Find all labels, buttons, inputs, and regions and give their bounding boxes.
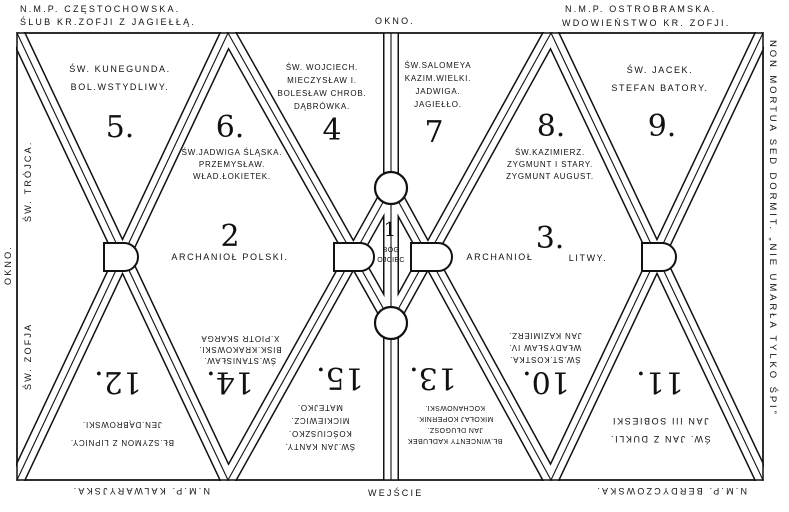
svg-text:ARCHANIOŁ POLSKI.: ARCHANIOŁ POLSKI. xyxy=(171,252,288,262)
right-boss xyxy=(641,242,677,272)
bottom-left-label: N.M.P. KALWARYJSKA. xyxy=(72,486,211,496)
svg-text:ŚW.JAN KANTY.: ŚW.JAN KANTY. xyxy=(285,442,355,451)
svg-text:JAN KAZIMIERZ.: JAN KAZIMIERZ. xyxy=(508,331,581,340)
panel-number: 10. xyxy=(522,364,570,399)
svg-text:JAN III SOBIESKI: JAN III SOBIESKI xyxy=(611,416,708,426)
entrance-label: WEJŚCIE xyxy=(368,487,423,498)
panel-7: ŚW.SALOMEYA KAZIM.WIELKI. JADWIGA. JAGIE… xyxy=(405,61,472,150)
svg-text:JADWIGA.: JADWIGA. xyxy=(415,87,460,96)
panel-15: 15. ŚW.JAN KANTY. KOŚCIUSZKO. MICKIEWICZ… xyxy=(285,360,364,451)
panel-12: 12. BŁ.SZYMON Z LIPNICY. JEN.DĄBROWSKI. xyxy=(70,364,174,447)
svg-text:BÓG: BÓG xyxy=(383,245,399,254)
svg-text:LITWY.: LITWY. xyxy=(569,253,607,263)
svg-text:BŁ.WINCENTY KADŁUBEK: BŁ.WINCENTY KADŁUBEK xyxy=(407,437,502,444)
panel-13: 13. BŁ.WINCENTY KADŁUBEK JAN DŁUGOSZ. MI… xyxy=(407,360,502,444)
panel-1: 1 BÓG OJCIEC xyxy=(377,217,404,264)
svg-text:ZYGMUNT AUGUST.: ZYGMUNT AUGUST. xyxy=(506,172,594,181)
svg-text:KAZIM.WIELKI.: KAZIM.WIELKI. xyxy=(405,74,471,83)
left-upper-label: ŚW. TRÓJCA. xyxy=(22,140,33,222)
top-right-label-1: N.M.P. OSTROBRAMSKA. xyxy=(565,4,716,14)
panel-14: 14. ŚW.STANISŁAW. BISK.KRAKOWSKI. X.PIOT… xyxy=(198,334,281,399)
panel-number: 14. xyxy=(206,364,254,399)
panel-number: 13. xyxy=(409,360,457,395)
panel-number: 6. xyxy=(216,110,245,145)
panel-number: 2 xyxy=(220,219,239,254)
top-left-label-2: ŚLUB KR.ZOFJI Z JAGIEŁŁĄ. xyxy=(20,16,196,27)
svg-text:OJCIEC: OJCIEC xyxy=(377,257,404,264)
left-boss xyxy=(103,242,139,272)
panel-number: 5. xyxy=(106,110,135,145)
svg-text:MIECZYSŁAW I.: MIECZYSŁAW I. xyxy=(287,76,357,85)
svg-text:DĄBRÓWKA.: DĄBRÓWKA. xyxy=(294,102,350,111)
panel-6: 6. ŚW.JADWIGA ŚLĄSKA. PRZEMYSŁAW. WŁAD.Ł… xyxy=(182,110,283,181)
panel-number: 15. xyxy=(316,360,364,395)
panel-number: 11. xyxy=(636,364,684,399)
svg-text:ŚW.SALOMEYA: ŚW.SALOMEYA xyxy=(405,61,472,70)
top-left-label-1: N.M.P. CZĘSTOCHOWSKA. xyxy=(20,4,180,14)
svg-text:JEN.DĄBROWSKI.: JEN.DĄBROWSKI. xyxy=(82,420,162,429)
lower-medallion-circle xyxy=(373,305,409,341)
panel-number: 8. xyxy=(537,109,566,144)
svg-text:MATEJKO.: MATEJKO. xyxy=(297,403,343,412)
panel-5: ŚW. KUNEGUNDA. BOL.WSTYDLIWY. 5. xyxy=(69,63,170,145)
svg-text:ZYGMUNT I STARY.: ZYGMUNT I STARY. xyxy=(507,160,593,169)
svg-text:BŁ.SZYMON Z LIPNICY.: BŁ.SZYMON Z LIPNICY. xyxy=(70,438,174,447)
panel-number: 1 xyxy=(384,217,397,241)
svg-text:WŁAD.ŁOKIETEK.: WŁAD.ŁOKIETEK. xyxy=(193,172,271,181)
svg-text:ŚW.KAZIMIERZ.: ŚW.KAZIMIERZ. xyxy=(515,148,585,157)
svg-text:ŚW. KUNEGUNDA.: ŚW. KUNEGUNDA. xyxy=(69,63,170,74)
svg-text:BOLESŁAW CHROB.: BOLESŁAW CHROB. xyxy=(277,89,366,98)
upper-medallion-circle xyxy=(373,170,409,206)
svg-text:X.PIOTR SKARGA: X.PIOTR SKARGA xyxy=(201,334,280,343)
center-left-boss xyxy=(333,242,375,272)
svg-text:PRZEMYSŁAW.: PRZEMYSŁAW. xyxy=(199,160,265,169)
left-lower-label: ŚW. ZOFJA xyxy=(22,323,33,390)
svg-text:KOŚCIUSZKO.: KOŚCIUSZKO. xyxy=(288,429,351,438)
bottom-right-label: N.M.P. BERDYCZOWSKA. xyxy=(595,486,747,496)
svg-text:MIKOŁAJ KOPERNIK.: MIKOŁAJ KOPERNIK. xyxy=(417,415,494,422)
panel-4: ŚW. WOJCIECH. MIECZYSŁAW I. BOLESŁAW CHR… xyxy=(277,63,366,148)
center-right-boss xyxy=(410,242,453,272)
svg-text:WŁADYSŁAW IV.: WŁADYSŁAW IV. xyxy=(509,343,582,352)
panel-9: ŚW. JACEK. STEFAN BATORY. 9. xyxy=(611,64,708,144)
top-window-label: OKNO. xyxy=(375,16,415,26)
panel-number: 9. xyxy=(648,109,677,144)
right-motto-label: NON MORTUA SED DORMIT. „NIE UMARŁA TYLKO… xyxy=(767,40,779,417)
panel-2: 2 ARCHANIOŁ POLSKI. xyxy=(171,219,288,262)
svg-text:ŚW. JAN Z DUKLI.: ŚW. JAN Z DUKLI. xyxy=(609,434,710,445)
svg-text:BOL.WSTYDLIWY.: BOL.WSTYDLIWY. xyxy=(71,82,170,92)
svg-text:STEFAN BATORY.: STEFAN BATORY. xyxy=(611,83,708,93)
panel-number: 12. xyxy=(94,364,142,399)
svg-text:ARCHANIOŁ: ARCHANIOŁ xyxy=(467,252,534,262)
svg-text:ŚW. WOJCIECH.: ŚW. WOJCIECH. xyxy=(286,63,358,72)
left-window-label: OKNO. xyxy=(3,245,13,285)
svg-text:ŚW.ST.KOSTKA.: ŚW.ST.KOSTKA. xyxy=(509,355,580,364)
panel-10: 10. ŚW.ST.KOSTKA. WŁADYSŁAW IV. JAN KAZI… xyxy=(508,331,581,399)
svg-text:ŚW.STANISŁAW.: ŚW.STANISŁAW. xyxy=(204,356,276,365)
svg-text:ŚW. JACEK.: ŚW. JACEK. xyxy=(627,64,694,75)
svg-text:BISK.KRAKOWSKI.: BISK.KRAKOWSKI. xyxy=(198,345,281,354)
panel-number: 3. xyxy=(536,221,565,256)
svg-text:MICKIEWICZ.: MICKIEWICZ. xyxy=(290,416,349,425)
panel-number: 7 xyxy=(424,115,443,150)
svg-text:KOCHANOWSKI.: KOCHANOWSKI. xyxy=(425,404,485,411)
panel-11: 11. ŚW. JAN Z DUKLI. JAN III SOBIESKI xyxy=(609,364,710,445)
panel-3: ARCHANIOŁ 3. LITWY. xyxy=(467,221,607,263)
panel-number: 4 xyxy=(322,113,341,148)
svg-text:JAN DŁUGOSZ.: JAN DŁUGOSZ. xyxy=(427,426,483,433)
svg-text:ŚW.JADWIGA ŚLĄSKA.: ŚW.JADWIGA ŚLĄSKA. xyxy=(182,148,283,157)
panel-8: 8. ŚW.KAZIMIERZ. ZYGMUNT I STARY. ZYGMUN… xyxy=(506,109,594,181)
top-right-label-2: WDOWIEŃSTWO KR. ZOFJI. xyxy=(562,18,730,28)
svg-text:JAGIEŁŁO.: JAGIEŁŁO. xyxy=(414,100,462,109)
